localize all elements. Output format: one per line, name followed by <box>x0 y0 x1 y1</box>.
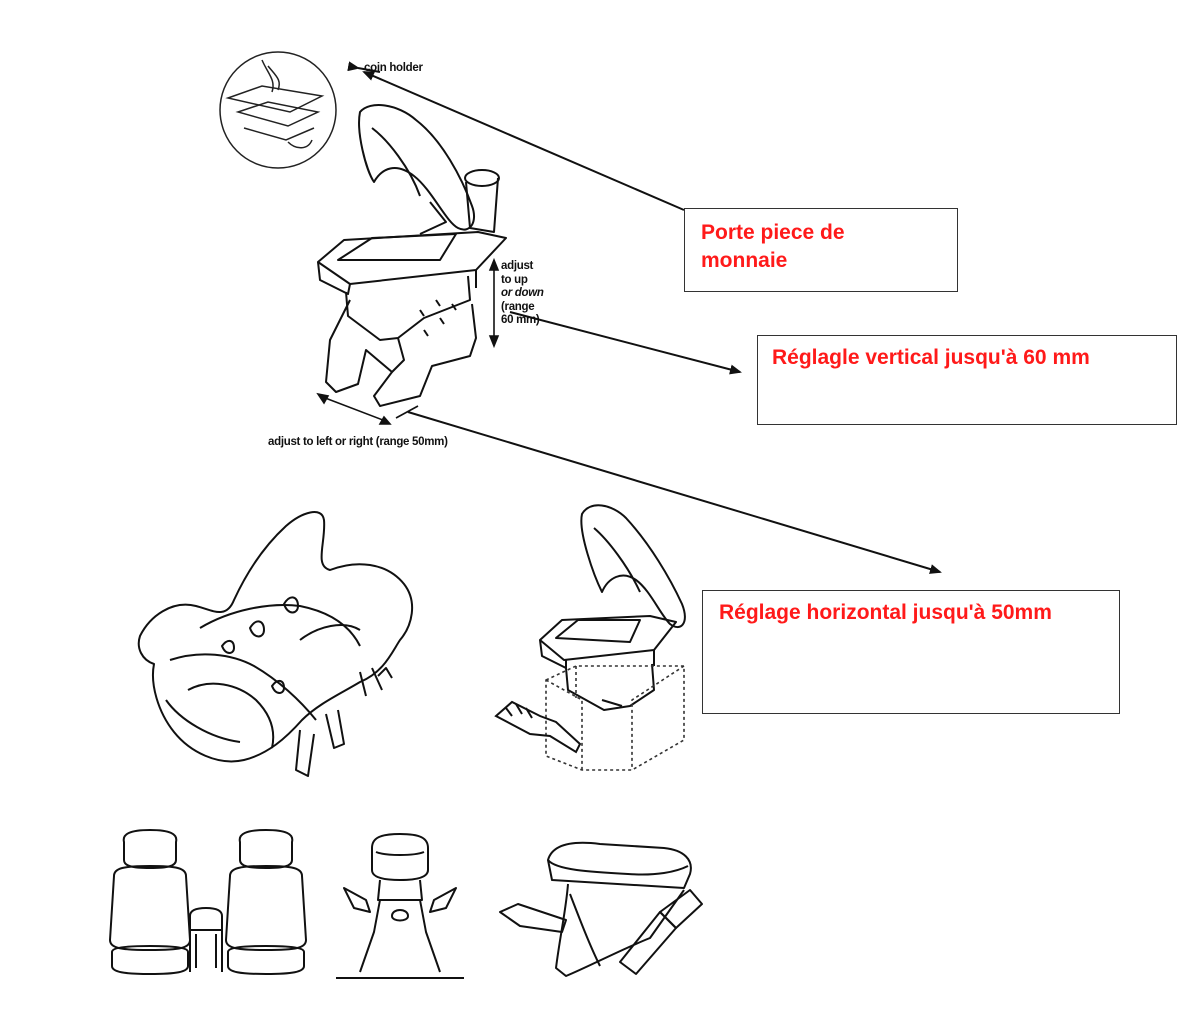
vertical-callout-pointer-arrow <box>509 311 742 375</box>
coin-holder-callout-text: Porte piece de monnaie <box>701 221 845 272</box>
horizontal-range-arrow <box>316 392 419 425</box>
adjust-up-down-line: or down <box>501 287 544 299</box>
front-seats-top-view-illustration <box>109 829 307 975</box>
vertical-adjust-callout-text: Réglagle vertical jusqu'à 60 mm <box>772 346 1090 369</box>
adjust-up-down-line: 60 mm) <box>501 314 540 326</box>
coin-holder-leader-arrow <box>347 61 381 73</box>
adjust-up-down-line: adjust <box>501 260 534 272</box>
adjust-up-down-line: to up <box>501 273 528 286</box>
armrest-front-view-illustration <box>336 833 464 979</box>
adjust-up-down-line: (range <box>501 300 535 313</box>
adjust-left-right-label: adjust to left or right (range 50mm) <box>268 436 448 448</box>
console-box-dotted-outline <box>545 665 685 771</box>
vertical-adjust-callout-box: Réglagle vertical jusqu'à 60 mm <box>757 335 1177 425</box>
adjust-up-down-label: adjust to up or down (range 60 mm) <box>501 260 544 328</box>
horizontal-adjust-callout-text: Réglage horizontal jusqu'à 50mm <box>719 601 1052 624</box>
coin-holder-label: coin holder <box>364 62 423 74</box>
armrest-side-view-illustration <box>499 841 703 977</box>
horizontal-adjust-callout-box: Réglage horizontal jusqu'à 50mm <box>702 590 1120 714</box>
handbrake-lever-illustration <box>494 700 582 754</box>
child-seat-illustration <box>137 511 414 777</box>
coin-callout-pointer-arrow <box>362 71 685 211</box>
horizontal-callout-pointer-arrow <box>407 411 942 574</box>
vertical-range-arrow <box>488 257 500 349</box>
coin-holder-callout-box: Porte piece de monnaie <box>684 208 958 292</box>
armrest-main-illustration <box>317 104 507 407</box>
coin-holder-detail-illustration <box>219 51 337 169</box>
